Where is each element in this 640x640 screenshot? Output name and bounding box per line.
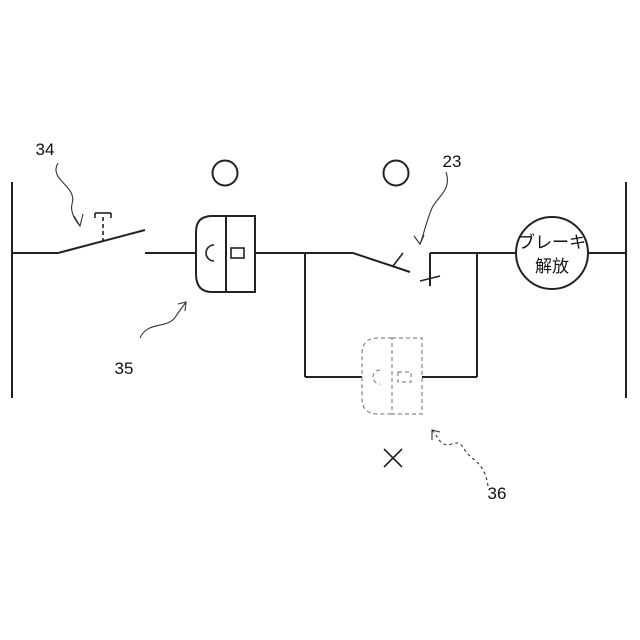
indicator-lamp-left bbox=[213, 161, 238, 186]
push-button-switch bbox=[58, 213, 145, 253]
indicator-lamp-right bbox=[384, 161, 409, 186]
coil-label-line1: ブレーキ bbox=[518, 232, 586, 253]
cross-mark-icon bbox=[384, 449, 402, 467]
connector-36-ghost bbox=[362, 338, 422, 414]
ref-label-34: 34 bbox=[36, 140, 55, 159]
bypass-branch bbox=[305, 253, 477, 377]
nc-contact-23 bbox=[353, 253, 440, 286]
leader-lines bbox=[56, 163, 488, 486]
ref-label-36: 36 bbox=[488, 484, 507, 503]
ref-label-35: 35 bbox=[115, 359, 134, 378]
ref-label-23: 23 bbox=[443, 152, 462, 171]
connector-35 bbox=[196, 216, 255, 292]
brake-release-coil bbox=[516, 217, 588, 289]
coil-label-line2: 解放 bbox=[535, 257, 569, 277]
